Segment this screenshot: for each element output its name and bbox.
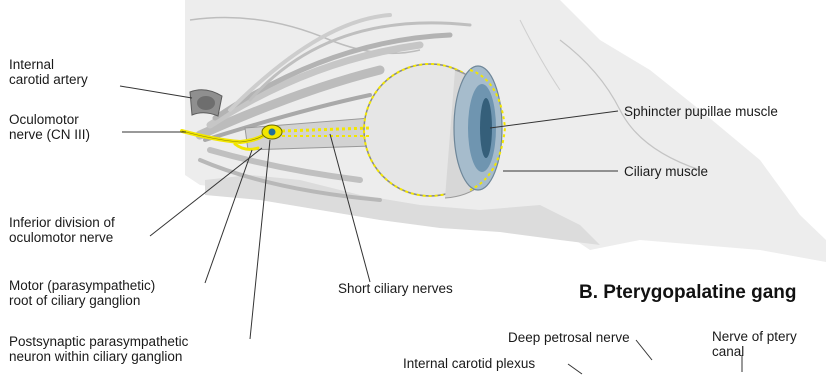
label-nerve-of-pterygoid-canal: Nerve of ptery canal	[712, 329, 797, 359]
label-inferior-division: Inferior division of oculomotor nerve	[9, 215, 115, 245]
label-internal-carotid-artery: Internal carotid artery	[9, 57, 88, 87]
label-oculomotor-nerve: Oculomotor nerve (CN III)	[9, 112, 90, 142]
label-deep-petrosal-nerve: Deep petrosal nerve	[508, 330, 630, 345]
label-motor-root: Motor (parasympathetic) root of ciliary …	[9, 278, 155, 308]
internal-carotid-artery	[190, 90, 222, 116]
label-ciliary-muscle: Ciliary muscle	[624, 164, 708, 179]
label-postsynaptic-neuron: Postsynaptic parasympathetic neuron with…	[9, 334, 188, 364]
section-b-heading: B. Pterygopalatine gang	[579, 282, 796, 304]
label-internal-carotid-plexus: Internal carotid plexus	[403, 356, 535, 371]
label-sphincter-pupillae: Sphincter pupillae muscle	[624, 104, 778, 119]
label-short-ciliary-nerves: Short ciliary nerves	[338, 281, 453, 296]
ciliary-ganglion	[262, 125, 282, 139]
